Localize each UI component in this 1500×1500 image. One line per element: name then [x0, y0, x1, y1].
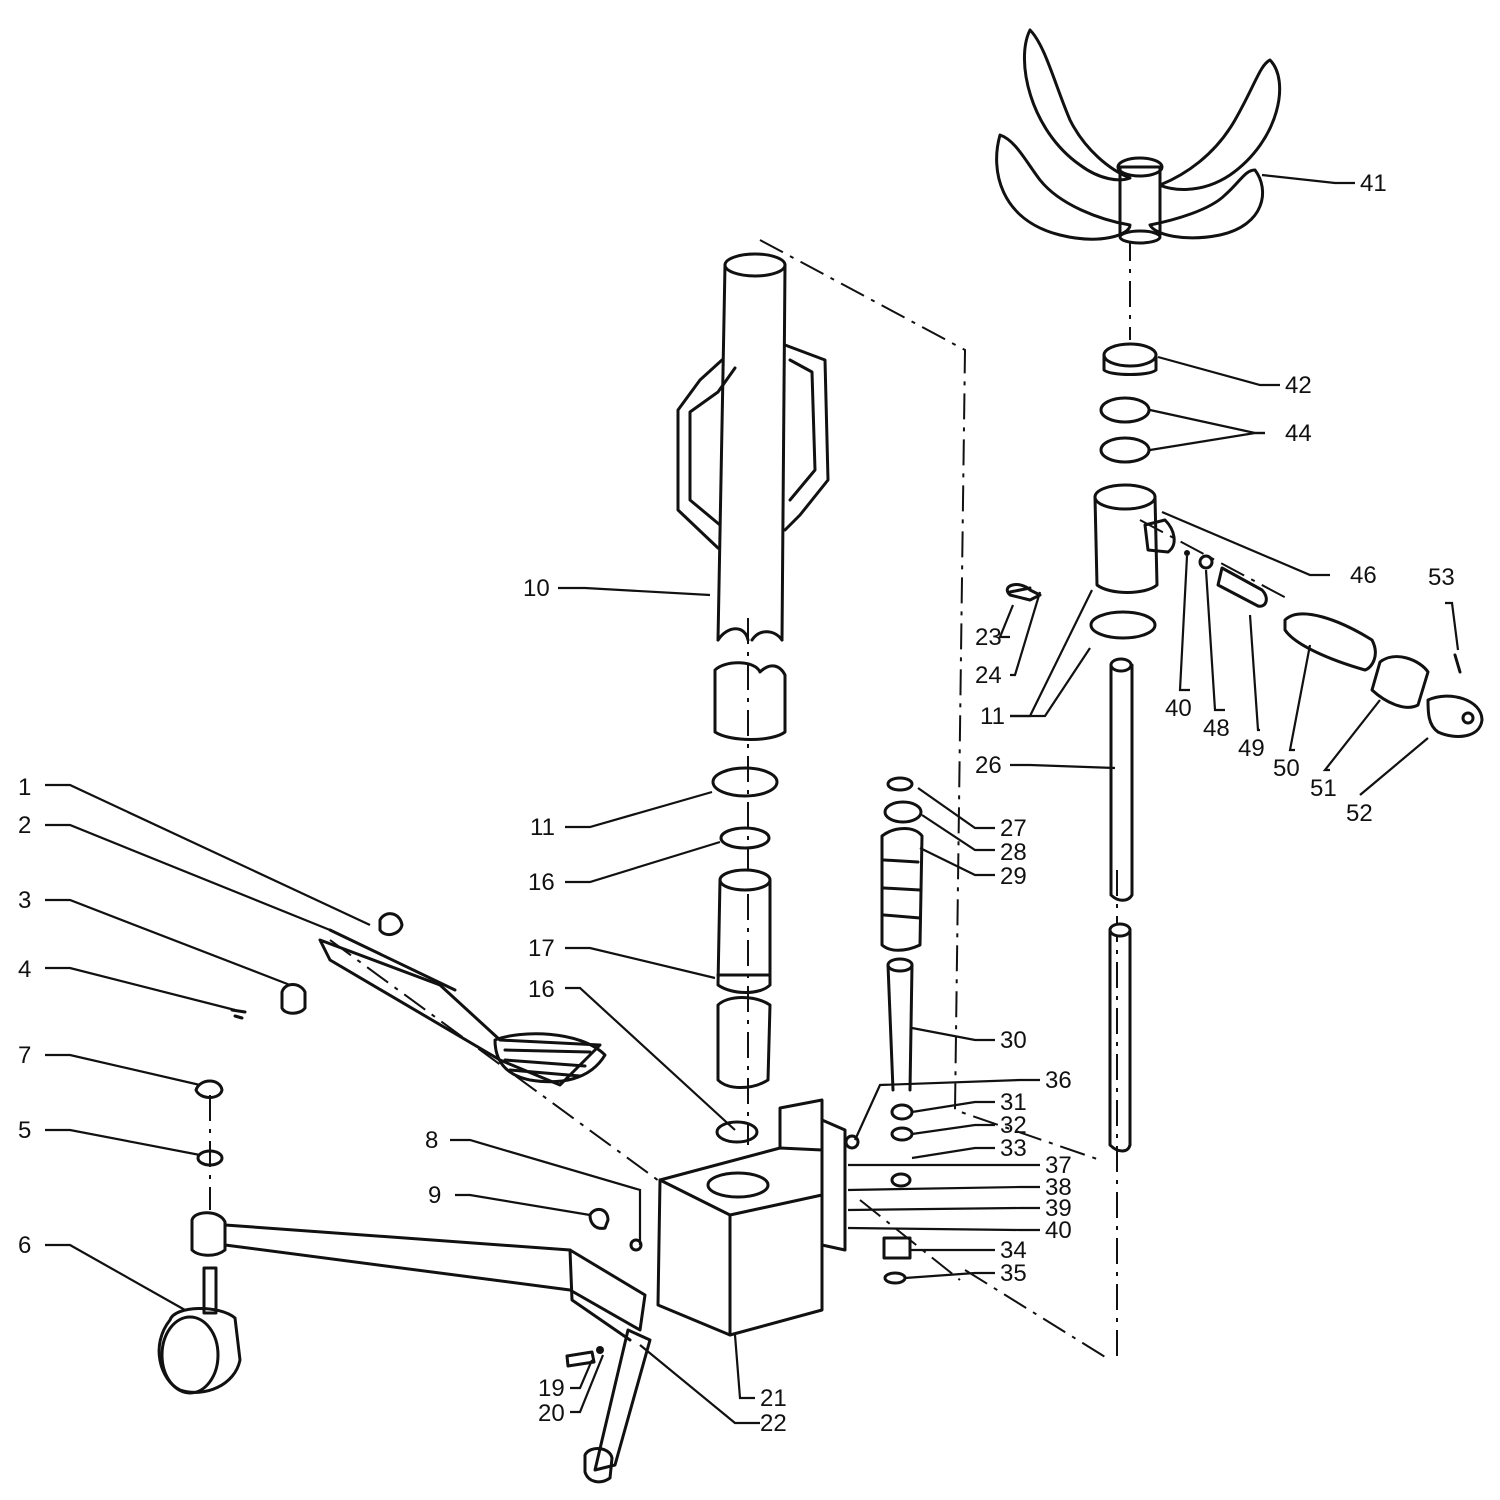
callout-36: 36	[1045, 1067, 1072, 1094]
callout-28: 28	[1000, 839, 1027, 866]
callout-10: 10	[523, 575, 550, 602]
callout-33: 33	[1000, 1135, 1027, 1162]
leader-lines	[45, 173, 1460, 1425]
callout-30: 30	[1000, 1027, 1027, 1054]
callout-40-upper: 40	[1165, 695, 1192, 722]
callout-34: 34	[1000, 1237, 1027, 1264]
ring-parts-upper	[1099, 342, 1158, 464]
callout-21: 21	[760, 1385, 787, 1412]
callout-53: 53	[1428, 564, 1455, 591]
pump-parts	[880, 776, 924, 1285]
ram-rod-part	[1108, 657, 1134, 1153]
callout-26: 26	[975, 752, 1002, 779]
callout-27: 27	[1000, 815, 1027, 842]
callout-29: 29	[1000, 863, 1027, 890]
callout-44: 44	[1285, 420, 1312, 447]
callout-16-upper: 16	[528, 869, 555, 896]
callout-52: 52	[1346, 800, 1373, 827]
callout-4: 4	[18, 956, 31, 983]
callout-20: 20	[538, 1400, 565, 1427]
callout-46: 46	[1350, 562, 1377, 589]
callout-39: 39	[1045, 1195, 1072, 1222]
callout-1: 1	[18, 774, 31, 801]
valve-parts-side	[1006, 550, 1484, 738]
callout-17: 17	[528, 935, 555, 962]
callout-37: 37	[1045, 1152, 1072, 1179]
callout-48: 48	[1203, 715, 1230, 742]
piston-sleeve-parts	[711, 661, 787, 1144]
callout-6: 6	[18, 1232, 31, 1259]
callout-49: 49	[1238, 735, 1265, 762]
callout-31: 31	[1000, 1089, 1027, 1116]
callout-40-lower: 40	[1045, 1217, 1072, 1244]
callout-labels: 1 2 3 4 7 5 6 8 9 10 11 16 17 16 19 20 2…	[18, 170, 1455, 1437]
callout-2: 2	[18, 812, 31, 839]
leg-caster-part	[157, 1079, 652, 1484]
callout-42: 42	[1285, 372, 1312, 399]
callout-5: 5	[18, 1117, 31, 1144]
callout-24: 24	[975, 662, 1002, 689]
callout-11-left: 11	[530, 814, 555, 841]
callout-11-right: 11	[980, 703, 1005, 730]
base-block-part	[656, 1098, 860, 1337]
callout-23: 23	[975, 624, 1002, 651]
callout-22: 22	[760, 1410, 787, 1437]
callout-35: 35	[1000, 1260, 1027, 1287]
callout-3: 3	[18, 887, 31, 914]
callout-38: 38	[1045, 1174, 1072, 1201]
cylinder-tube-part	[676, 252, 830, 642]
callout-32: 32	[1000, 1112, 1027, 1139]
callout-8: 8	[425, 1127, 438, 1154]
callout-51: 51	[1310, 775, 1337, 802]
saddle-part	[995, 28, 1282, 245]
callout-50: 50	[1273, 755, 1300, 782]
callout-19: 19	[538, 1375, 565, 1402]
callout-7: 7	[18, 1042, 31, 1069]
callout-9: 9	[428, 1182, 441, 1209]
fastener-parts	[565, 586, 1032, 1368]
callout-16-lower: 16	[528, 976, 555, 1003]
callout-41: 41	[1360, 170, 1387, 197]
head-body-part	[1089, 483, 1176, 640]
pedal-handle-part	[230, 912, 607, 1087]
